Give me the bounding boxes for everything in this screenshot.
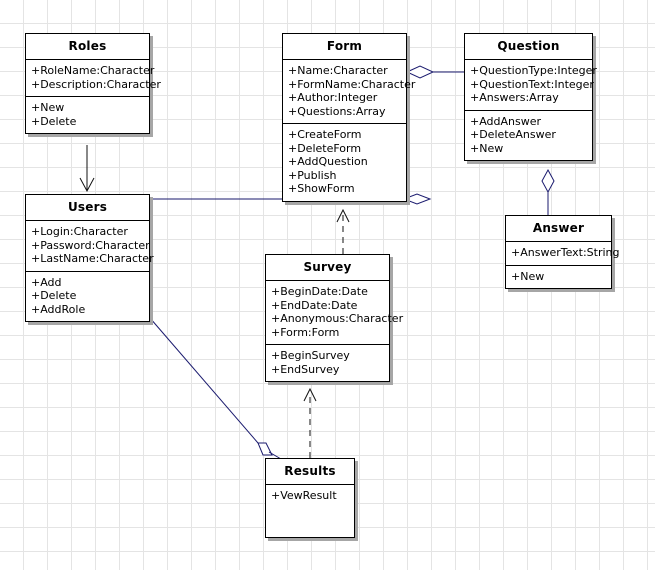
- compartment-divider: [26, 59, 149, 60]
- class-name-results: Results: [284, 464, 336, 478]
- connector-results-survey[interactable]: [303, 387, 317, 458]
- operation-item: +CreateForm: [288, 128, 362, 141]
- uml-class-question[interactable]: Question +QuestionType:Integer +Question…: [464, 33, 597, 161]
- attribute-item: +Form:Form: [271, 325, 340, 339]
- attribute-item: +VewResult: [271, 489, 337, 502]
- operation-item: +DeleteAnswer: [470, 128, 556, 141]
- compartment-divider: [26, 96, 149, 97]
- class-name-answer: Answer: [532, 221, 585, 235]
- compartment-divider: [465, 59, 592, 60]
- attributes-roles: +RoleName:Character +Description:Charact…: [26, 60, 161, 96]
- attribute-item: +Password:Character: [31, 238, 150, 252]
- attributes-question: +QuestionType:Integer +QuestionText:Inte…: [465, 60, 597, 110]
- attribute-item: +AnswerText:String: [511, 246, 620, 259]
- connector-roles-users[interactable]: [79, 145, 95, 193]
- operation-item: +AddQuestion: [288, 155, 368, 168]
- operation-item: +Add: [31, 275, 62, 289]
- compartment-divider: [283, 59, 406, 60]
- attributes-users: +Login:Character +Password:Character +La…: [26, 221, 154, 271]
- operation-item: +ShowForm: [288, 182, 355, 195]
- operation-item: +New: [470, 141, 504, 155]
- attribute-item: +Name:Character: [288, 64, 388, 77]
- attributes-answer: +AnswerText:String: [506, 242, 620, 265]
- operations-question: +AddAnswer +DeleteAnswer +New: [465, 111, 592, 161]
- operation-item: +AddRole: [31, 302, 86, 316]
- attribute-item: +Anonymous:Character: [271, 312, 404, 325]
- connector-survey-form[interactable]: [336, 208, 350, 254]
- class-name-form: Form: [326, 39, 363, 53]
- operation-item: +Publish: [288, 168, 337, 182]
- operation-item: +Delete: [31, 289, 77, 302]
- compartment-divider: [283, 123, 406, 124]
- connector-form-question[interactable]: [405, 65, 464, 79]
- compartment-divider: [266, 280, 389, 281]
- attribute-item: +Answers:Array: [470, 91, 559, 104]
- class-name-question: Question: [497, 39, 560, 53]
- operations-roles: +New +Delete: [26, 97, 149, 133]
- attribute-item: +RoleName:Character: [31, 64, 155, 77]
- uml-class-answer[interactable]: Answer +AnswerText:String +New: [505, 215, 620, 289]
- operations-form: +CreateForm +DeleteForm +AddQuestion +Pu…: [283, 124, 406, 201]
- operations-answer: +New: [506, 266, 611, 289]
- compartment-divider: [506, 264, 611, 266]
- attributes-results: +VewResult: [266, 485, 354, 508]
- attribute-item: +QuestionType:Integer: [470, 64, 597, 77]
- compartment-divider: [465, 109, 592, 111]
- attributes-form: +Name:Character +FormName:Character +Aut…: [283, 60, 416, 123]
- uml-class-roles[interactable]: Roles +RoleName:Character +Description:C…: [25, 33, 161, 134]
- attribute-item: +Questions:Array: [288, 104, 386, 118]
- uml-class-results[interactable]: Results +VewResult: [265, 458, 355, 538]
- operation-item: +New: [511, 269, 545, 283]
- connector-users-results[interactable]: [149, 317, 282, 460]
- attribute-item: +Description:Character: [31, 77, 161, 91]
- operation-item: +AddAnswer: [470, 114, 542, 128]
- attribute-item: +FormName:Character: [288, 77, 416, 91]
- connector-users-form[interactable]: [150, 193, 432, 205]
- compartment-divider: [506, 241, 611, 242]
- compartment-divider: [266, 344, 389, 345]
- uml-class-form[interactable]: Form +Name:Character +FormName:Character…: [282, 33, 416, 202]
- compartment-divider: [26, 220, 149, 221]
- class-name-roles: Roles: [68, 39, 107, 53]
- operation-item: +New: [31, 101, 65, 114]
- compartment-divider: [26, 270, 149, 272]
- attributes-survey: +BeginDate:Date +EndDate:Date +Anonymous…: [266, 281, 404, 344]
- compartment-divider: [266, 484, 354, 485]
- attribute-item: +EndDate:Date: [271, 298, 358, 312]
- operation-item: +DeleteForm: [288, 141, 362, 155]
- operation-item: +BeginSurvey: [271, 349, 350, 362]
- attribute-item: +LastName:Character: [31, 252, 154, 265]
- uml-class-users[interactable]: Users +Login:Character +Password:Charact…: [25, 194, 154, 322]
- attribute-item: +Author:Integer: [288, 91, 378, 104]
- operation-item: +Delete: [31, 114, 77, 128]
- operations-survey: +BeginSurvey +EndSurvey: [266, 345, 389, 381]
- attribute-item: +Login:Character: [31, 225, 128, 238]
- attribute-item: +BeginDate:Date: [271, 285, 368, 298]
- class-name-users: Users: [67, 200, 108, 214]
- operations-users: +Add +Delete +AddRole: [26, 272, 149, 322]
- uml-class-survey[interactable]: Survey +BeginDate:Date +EndDate:Date +An…: [265, 254, 404, 382]
- attribute-item: +QuestionText:Integer: [470, 77, 594, 91]
- connector-question-answer[interactable]: [541, 168, 555, 215]
- operation-item: +EndSurvey: [271, 362, 340, 376]
- class-name-survey: Survey: [303, 260, 352, 274]
